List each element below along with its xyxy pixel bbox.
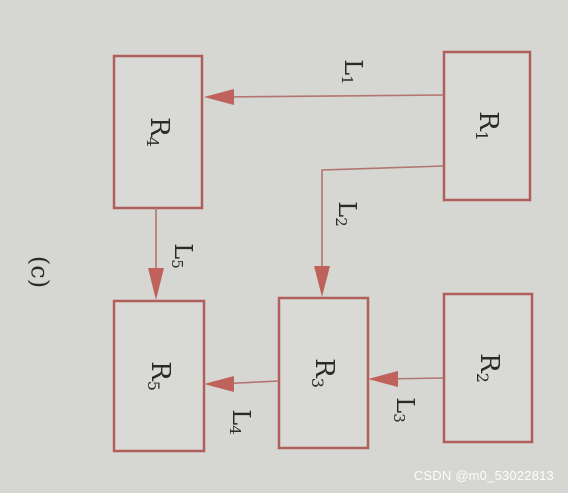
- line-label-l5: L5: [168, 243, 198, 268]
- arrowhead-l5: [148, 268, 164, 300]
- box-r1: R1: [442, 50, 532, 202]
- connector-l1: [217, 94, 445, 98]
- line-label-l2: L2: [332, 201, 362, 226]
- arrowhead-l1: [204, 89, 234, 105]
- diagram-caption: (c): [26, 256, 54, 288]
- box-r3-label: R3: [309, 358, 340, 388]
- box-r5: R5: [112, 299, 206, 453]
- line-label-l1: L1: [338, 59, 368, 84]
- box-r2-rect: [442, 292, 534, 444]
- box-r5-rect: [112, 299, 206, 453]
- watermark: CSDN @m0_53022813: [413, 468, 554, 483]
- line-label-l4: L4: [226, 409, 256, 434]
- box-r2-label: R2: [474, 353, 505, 383]
- line-label-l3: L3: [390, 397, 420, 422]
- box-r4-label: R4: [144, 117, 175, 147]
- box-r4: R4: [112, 54, 204, 210]
- connector-l2: [321, 165, 445, 280]
- box-r5-label: R5: [145, 361, 176, 391]
- arrowhead-l2: [314, 266, 330, 297]
- box-r3-rect: [277, 296, 370, 450]
- box-r1-label: R1: [473, 111, 504, 141]
- box-r3: R3: [277, 296, 370, 450]
- arrowhead-l3: [368, 371, 398, 387]
- box-r4-rect: [112, 54, 204, 210]
- box-r1-rect: [442, 50, 532, 202]
- arrowhead-l4: [204, 376, 234, 392]
- box-r2: R2: [442, 292, 534, 444]
